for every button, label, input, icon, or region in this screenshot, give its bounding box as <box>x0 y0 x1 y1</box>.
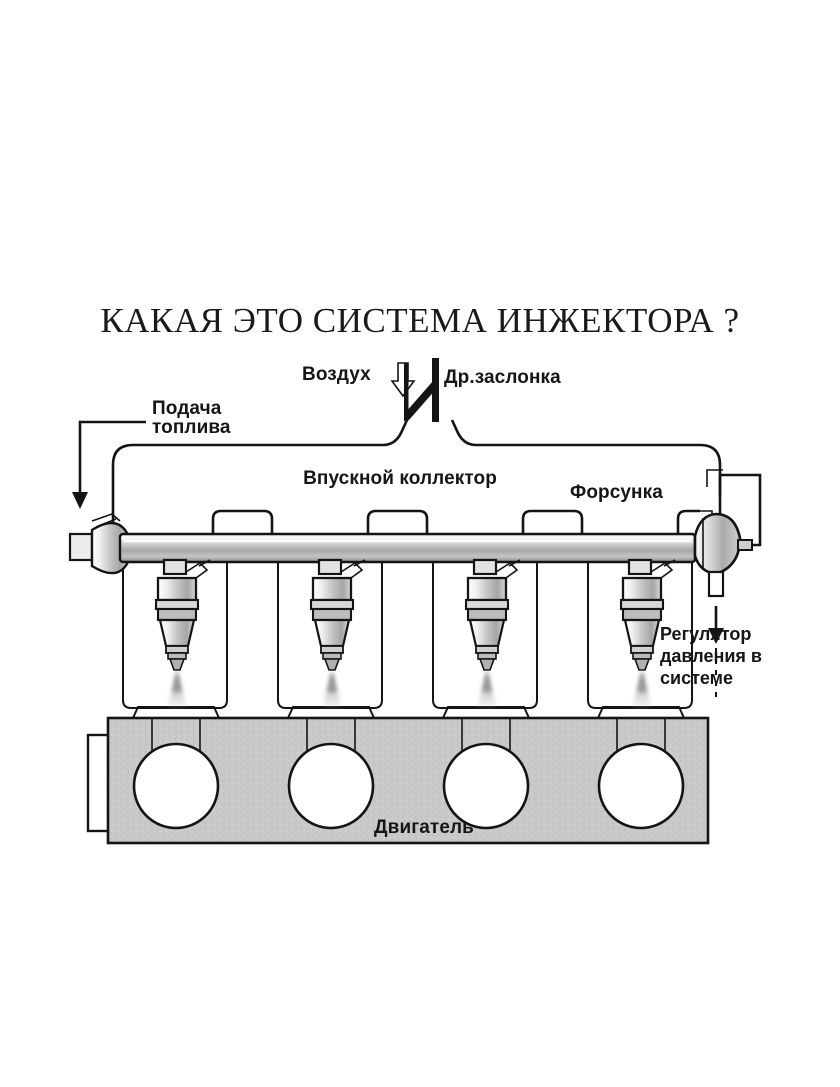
fuel-supply-label-line1: Подача <box>152 398 222 419</box>
fuel-rail <box>68 513 697 576</box>
regulator-side-port <box>737 539 753 551</box>
air-label: Воздух <box>302 364 371 385</box>
vacuum-hose <box>718 473 762 547</box>
throttle-plate <box>405 381 437 420</box>
fuel-supply: Подача топлива <box>72 398 231 509</box>
fuel-spray-cone <box>323 670 341 706</box>
injector <box>619 559 676 706</box>
regulator-return-nipple <box>707 570 725 598</box>
cylinder-bore <box>287 742 375 830</box>
injector-leader <box>706 469 723 487</box>
intake-manifold: Впускной коллектор <box>111 419 722 554</box>
pressure-regulator-callout: Регулятор давления в системе <box>660 624 762 688</box>
intake-manifold-label: Впускной коллектор <box>303 468 497 489</box>
fuel-spray-cone <box>168 670 186 706</box>
fuel-rail-drops <box>162 558 653 576</box>
engine-port-stubs <box>151 718 666 752</box>
engine-block: Двигатель <box>86 706 710 845</box>
regulator-body <box>693 512 742 576</box>
air-inlet: Воздух <box>302 362 416 398</box>
regulator-label-line1: Регулятор <box>660 624 751 644</box>
page-title: КАКАЯ ЭТО СИСТЕМА ИНЖЕКТОРА ? <box>100 301 739 340</box>
fuel-spray-cone <box>478 670 496 706</box>
throttle-body <box>404 358 439 422</box>
inlet-hex-nut <box>68 532 94 562</box>
fuel-spray-cone <box>633 670 651 706</box>
cylinder-bores <box>132 742 685 830</box>
engine-label: Двигатель <box>374 817 474 838</box>
fuel-supply-leader <box>78 420 146 492</box>
throttle-label: Др.заслонка <box>444 367 561 388</box>
fuel-rail-tube <box>118 532 697 564</box>
injector <box>309 559 366 706</box>
fuel-supply-label-line2: топлива <box>152 417 231 438</box>
regulator-down-arrow-icon <box>708 628 724 644</box>
intake-runners <box>122 551 693 709</box>
regulator-label-line2: давления в <box>660 646 762 666</box>
injectors <box>154 559 676 706</box>
cylinder-bore <box>132 742 220 830</box>
cylinder-bore <box>597 742 685 830</box>
air-down-arrow-icon <box>390 362 416 398</box>
fuel-supply-down-arrow-icon <box>72 492 88 509</box>
cylinder-bore <box>442 742 530 830</box>
pressure-regulator <box>693 473 762 700</box>
injector-callout: Форсунка <box>570 469 723 503</box>
regulator-label-line3: системе <box>660 668 733 688</box>
injector <box>464 559 521 706</box>
injector <box>154 559 211 706</box>
throttle-wall-right <box>432 358 439 422</box>
fuel-inlet-fitting <box>68 513 130 575</box>
injector-label: Форсунка <box>570 482 663 503</box>
